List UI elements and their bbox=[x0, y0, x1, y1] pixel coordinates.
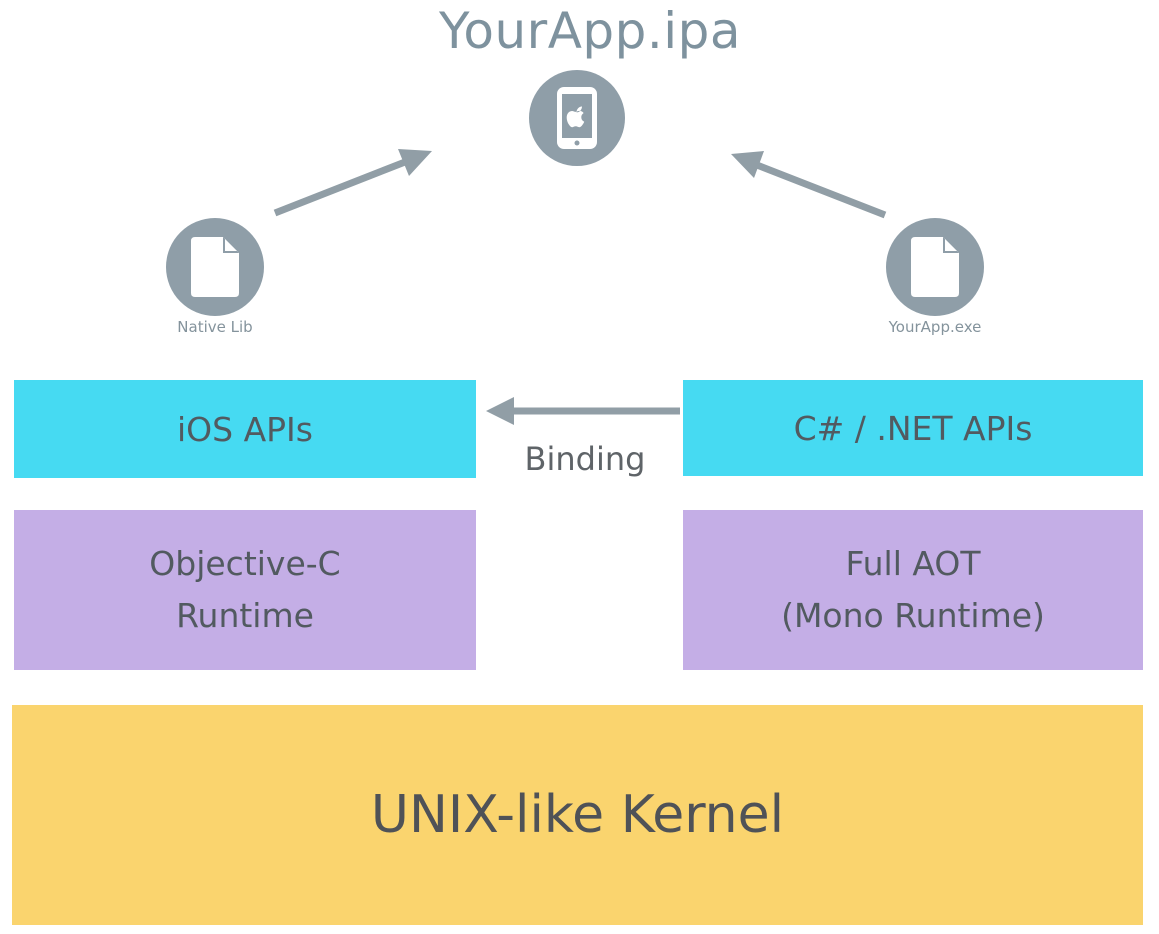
file-icon bbox=[191, 237, 239, 297]
kernel-label: UNIX-like Kernel bbox=[370, 785, 785, 845]
ios-apis-box: iOS APIs bbox=[14, 380, 476, 478]
arrow-exe-to-app bbox=[731, 151, 887, 219]
objc-runtime-line2: Runtime bbox=[176, 596, 314, 635]
yourapp-exe-node bbox=[886, 218, 984, 316]
full-aot-box: Full AOT (Mono Runtime) bbox=[683, 510, 1143, 670]
yourapp-exe-label: YourApp.exe bbox=[888, 318, 982, 336]
full-aot-line2: (Mono Runtime) bbox=[781, 596, 1045, 635]
objc-runtime-box: Objective-C Runtime bbox=[14, 510, 476, 670]
native-lib-node bbox=[166, 218, 264, 316]
dotnet-apis-label: C# / .NET APIs bbox=[793, 408, 1033, 448]
objc-runtime-line1: Objective-C bbox=[149, 544, 341, 583]
binding-label: Binding bbox=[524, 440, 646, 478]
full-aot-line1: Full AOT bbox=[845, 544, 981, 583]
arrow-native-to-app bbox=[273, 149, 432, 217]
kernel-box: UNIX-like Kernel bbox=[12, 705, 1143, 925]
dotnet-apis-box: C# / .NET APIs bbox=[683, 380, 1143, 476]
ios-apis-label: iOS APIs bbox=[177, 409, 313, 449]
app-package-node bbox=[529, 70, 625, 166]
phone-apple-icon bbox=[557, 87, 597, 149]
arrow-binding bbox=[486, 397, 680, 425]
file-icon bbox=[911, 237, 959, 297]
package-title: YourApp.ipa bbox=[438, 2, 742, 60]
native-lib-label: Native Lib bbox=[177, 318, 253, 336]
